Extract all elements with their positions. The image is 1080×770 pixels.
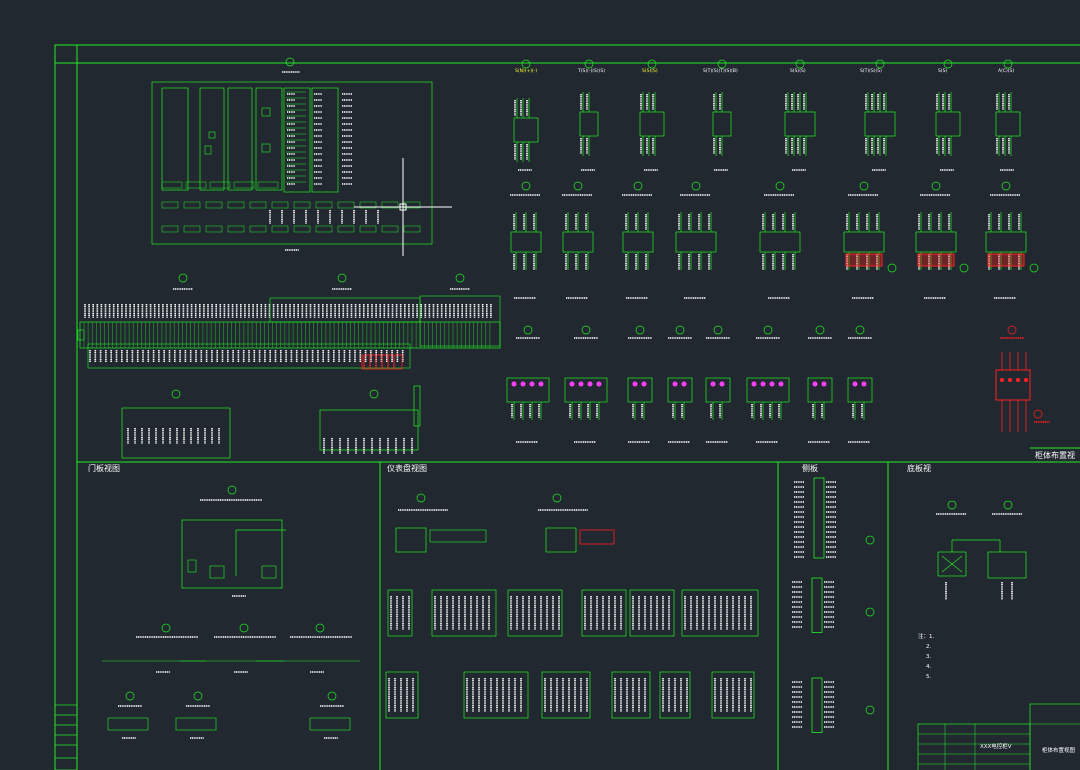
contactors-row bbox=[510, 181, 1039, 299]
title-block-sheet-title: 柜体布置视图 bbox=[1042, 748, 1076, 754]
highlighted-relay-group bbox=[995, 325, 1050, 432]
lower-left-modules bbox=[121, 385, 421, 459]
component-label: S(S)(S) bbox=[642, 69, 658, 74]
note-line: 5. bbox=[926, 674, 932, 680]
component-label: A(C)(S) bbox=[998, 69, 1015, 74]
section-label-side-panel: 侧板 bbox=[800, 463, 820, 474]
note-line: 2. bbox=[926, 644, 932, 650]
note-line: 4. bbox=[926, 664, 932, 670]
component-label: S(S) bbox=[938, 69, 948, 74]
component-label: S(N)(+)(-) bbox=[515, 69, 538, 74]
title-block bbox=[917, 703, 1080, 770]
note-line: 3. bbox=[926, 654, 932, 660]
section-label-instrument-panel: 仪表盘视图 bbox=[385, 463, 429, 474]
component-label: T(S)(-)(S)(S) bbox=[578, 69, 605, 74]
section-label-bottom-panel: 底板视 bbox=[905, 463, 933, 474]
bottom-panel-view bbox=[936, 500, 1027, 600]
terminal-strips bbox=[77, 273, 501, 370]
instrument-panel-view bbox=[385, 493, 759, 719]
cad-crosshair-cursor bbox=[354, 158, 452, 256]
section-label-door-view: 门板视图 bbox=[86, 463, 122, 474]
electrical-layout-drawing bbox=[77, 57, 1080, 770]
component-label: S(T)(S)(T)(S)(B) bbox=[703, 69, 738, 74]
door-panel-view bbox=[102, 485, 360, 739]
note-line: 注：1. bbox=[918, 634, 935, 640]
top-row-labels: S(N)(+)(-) T(S)(-)(S)(S) S(S)(S) S(T)(S)… bbox=[0, 69, 1080, 77]
circuit-breakers-top bbox=[513, 59, 1021, 171]
component-label: S(T)(S)(S) bbox=[860, 69, 882, 74]
plc-rack-a1 bbox=[151, 57, 433, 251]
title-block-drawing-name: XXX电控柜V bbox=[980, 744, 1012, 750]
side-panel-view bbox=[792, 477, 875, 733]
drawing-border bbox=[54, 44, 1080, 770]
section-label-cabinet-interior: 柜体布置视 bbox=[1033, 450, 1077, 461]
component-label: S(S)(S) bbox=[790, 69, 806, 74]
notes-block: 注：1. 2. 3. 4. 5. bbox=[918, 632, 934, 682]
left-revision-tab bbox=[54, 704, 78, 770]
relays-row bbox=[506, 325, 873, 443]
